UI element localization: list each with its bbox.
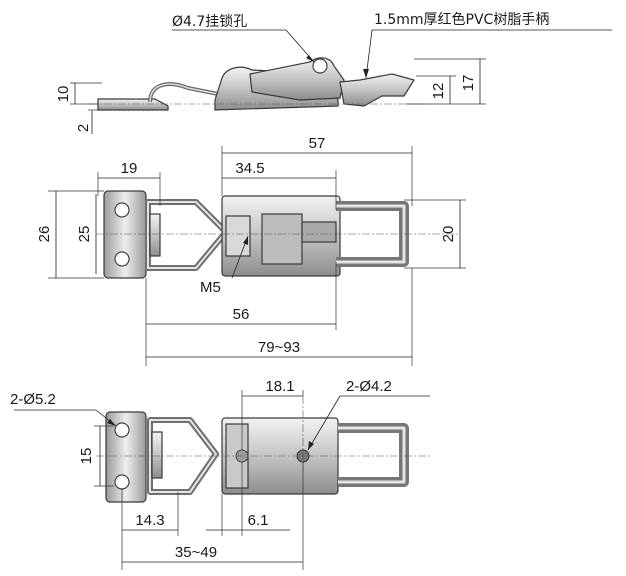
top-dim-56: 56 — [233, 306, 250, 323]
side-lock-hole — [312, 58, 328, 74]
bottom-dim-18-1: 18.1 — [265, 378, 294, 395]
top-dim-25: 25 — [76, 226, 93, 243]
bottom-hook — [338, 423, 409, 487]
side-dim-12: 12 — [430, 83, 447, 100]
top-view: 57 34.5 19 26 25 20 M5 56 79~93 — [36, 135, 466, 366]
side-dim-17: 17 — [460, 75, 477, 92]
side-view: 10 2 Ø4.7挂锁孔 1.5mm厚红色PVC树脂手柄 12 17 — [55, 11, 612, 134]
top-dim-19: 19 — [121, 160, 138, 177]
top-dim-34-5: 34.5 — [235, 160, 264, 177]
bottom-view: 2-Ø5.2 18.1 2-Ø4.2 15 14.3 6.1 35~49 — [10, 378, 430, 570]
side-lever — [249, 57, 345, 101]
top-dim-m5: M5 — [200, 279, 221, 296]
bottom-dim-2-4-2: 2-Ø4.2 — [346, 378, 392, 395]
top-mount-hole-1 — [114, 202, 130, 218]
side-dim-10: 10 — [55, 86, 72, 103]
bottom-dim-2-5-2: 2-Ø5.2 — [10, 391, 56, 408]
bottom-mount-hole-1 — [114, 422, 130, 438]
bottom-dim-14-3: 14.3 — [135, 512, 164, 529]
bottom-dim-6-1: 6.1 — [248, 512, 269, 529]
handle-label: 1.5mm厚红色PVC树脂手柄 — [374, 11, 549, 28]
top-dim-20: 20 — [440, 226, 457, 243]
side-handle — [339, 73, 415, 107]
side-base-plate — [97, 98, 169, 111]
bottom-dim-15: 15 — [78, 448, 95, 465]
top-mount-hole-2 — [114, 251, 130, 267]
bottom-dim-35-49: 35~49 — [175, 544, 217, 561]
top-dim-79-93: 79~93 — [258, 339, 300, 356]
top-dim-57: 57 — [309, 135, 326, 152]
side-dim-2: 2 — [75, 124, 92, 132]
lock-hole-label: Ø4.7挂锁孔 — [172, 14, 247, 30]
bottom-mount-hole-2 — [114, 474, 130, 490]
top-dim-26: 26 — [36, 226, 53, 243]
